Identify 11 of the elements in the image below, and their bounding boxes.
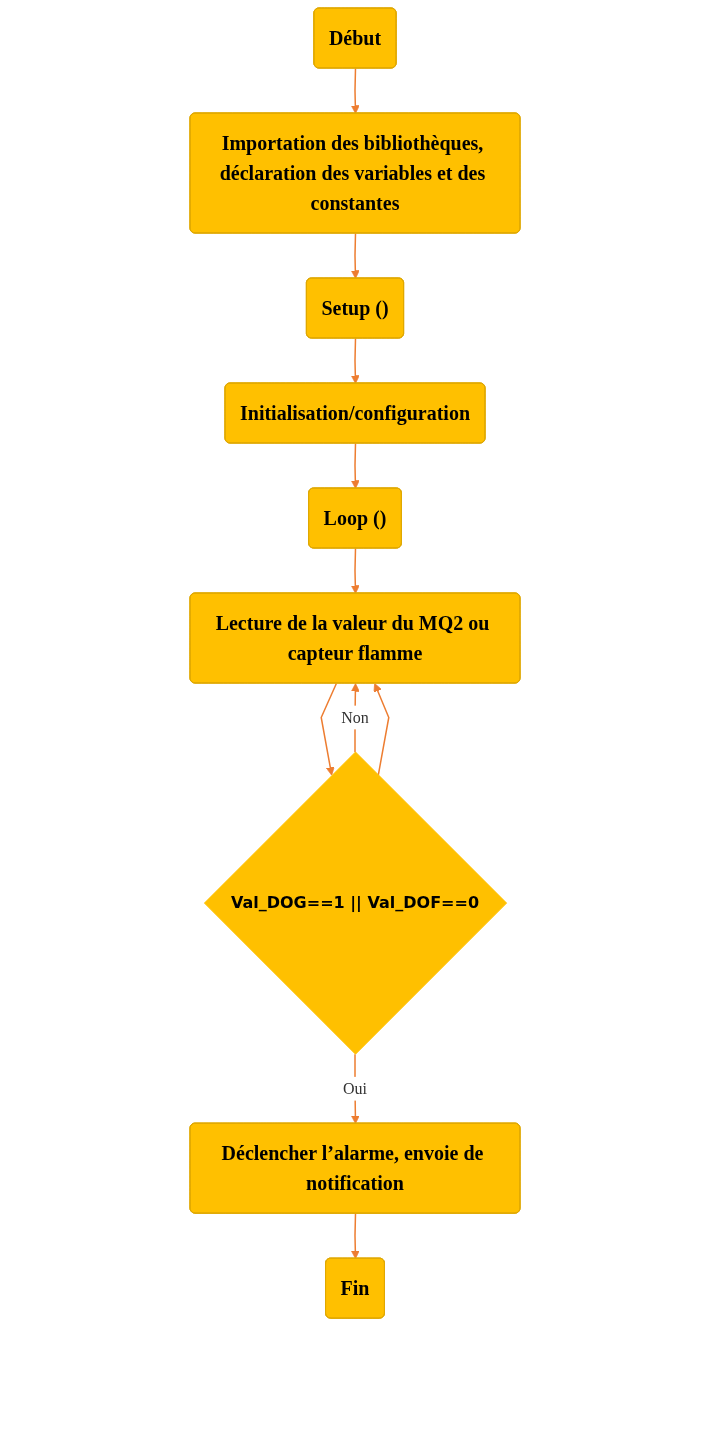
arrow <box>350 67 360 114</box>
edge-label: Non <box>341 708 369 726</box>
arrow <box>373 683 390 776</box>
arrow <box>350 1212 360 1260</box>
node-diamond: Val_DOG==1 || Val_DOF==0 <box>203 751 508 1055</box>
arrow <box>350 337 360 384</box>
edge-label: Oui <box>343 1079 367 1097</box>
arrow <box>350 547 360 594</box>
arrow <box>350 232 360 279</box>
arrow <box>350 442 360 489</box>
arrow <box>320 682 338 776</box>
